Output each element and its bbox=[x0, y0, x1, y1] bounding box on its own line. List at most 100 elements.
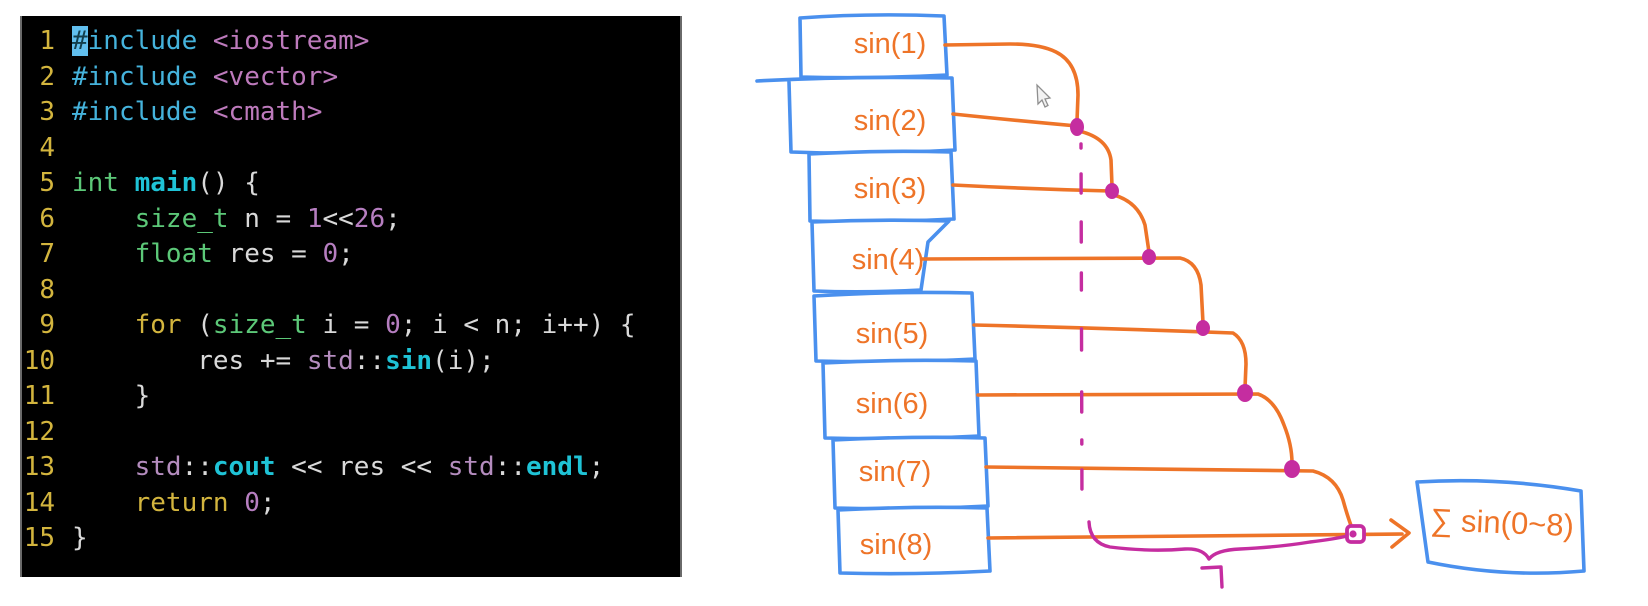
code-text: } bbox=[72, 521, 680, 557]
code-token: int bbox=[72, 168, 119, 198]
line-number: 3 bbox=[39, 97, 55, 127]
code-text: res += std::sin(i); bbox=[72, 344, 680, 380]
code-line: 14 return 0; bbox=[22, 486, 680, 522]
code-text: std::cout << res << std::endl; bbox=[72, 450, 680, 486]
line-number: 9 bbox=[39, 310, 55, 340]
box-label-sin-7: sin(7) bbox=[859, 456, 932, 488]
line-number: 14 bbox=[23, 487, 55, 518]
code-token: :: bbox=[353, 345, 386, 376]
code-token bbox=[197, 62, 213, 92]
code-token: <iostream> bbox=[212, 26, 370, 56]
line-number: 4 bbox=[39, 132, 55, 163]
line-number: 8 bbox=[39, 274, 55, 305]
code-token: endl bbox=[526, 452, 589, 482]
code-text: } bbox=[72, 379, 680, 415]
code-token: } bbox=[72, 381, 151, 411]
line-number: 2 bbox=[39, 61, 55, 92]
code-token: ; bbox=[338, 239, 354, 269]
box-sin-4 bbox=[810, 218, 951, 294]
code-token: include bbox=[87, 26, 198, 56]
code-token bbox=[197, 26, 213, 56]
junction-dot-2 bbox=[1105, 183, 1119, 199]
code-token bbox=[72, 452, 135, 482]
code-text: #include <cmath> bbox=[72, 95, 680, 131]
code-text bbox=[72, 131, 680, 167]
code-text: float res = 0; bbox=[72, 237, 680, 273]
code-token: return bbox=[134, 487, 229, 518]
box-label-sin-2: sin(2) bbox=[854, 105, 927, 137]
junction-dot-6 bbox=[1284, 460, 1300, 478]
code-token bbox=[197, 97, 213, 127]
code-token bbox=[72, 488, 135, 518]
code-token: 26 bbox=[353, 203, 386, 234]
code-token: 1 bbox=[306, 203, 323, 234]
code-token bbox=[72, 239, 135, 269]
code-line: 1 #include <iostream> bbox=[22, 24, 680, 60]
code-token: ( bbox=[181, 310, 213, 340]
line-number: 6 bbox=[39, 203, 55, 234]
flow-line-sin6 bbox=[976, 392, 1294, 465]
junction-dot-1 bbox=[1070, 118, 1084, 136]
code-token: size_t bbox=[212, 310, 307, 340]
code-token: std bbox=[306, 345, 354, 376]
code-line: 10 res += std::sin(i); bbox=[22, 344, 680, 380]
code-token: for bbox=[134, 310, 182, 340]
code-token: std bbox=[447, 452, 495, 482]
flow-line-sin4 bbox=[920, 256, 1205, 325]
code-token: #include bbox=[72, 61, 198, 92]
code-token: main bbox=[134, 168, 198, 198]
code-text: int main() { bbox=[72, 166, 680, 202]
code-token: } bbox=[72, 523, 88, 553]
code-text bbox=[72, 273, 680, 309]
code-token: res += bbox=[72, 345, 307, 376]
code-editor[interactable]: 1#include <iostream>2#include <vector>3#… bbox=[20, 16, 682, 577]
code-token: ; bbox=[259, 487, 276, 518]
code-line: 13 std::cout << res << std::endl; bbox=[22, 450, 680, 486]
box-sin-8 bbox=[836, 505, 992, 576]
code-line: 11 } bbox=[22, 379, 680, 415]
code-token bbox=[72, 310, 135, 340]
code-token: res = bbox=[212, 239, 323, 269]
code-token: ; bbox=[385, 203, 401, 234]
whiteboard-diagram: sin(1) sin(2) sin(3) sin(4) sin(5) sin(6… bbox=[755, 13, 1586, 589]
code-text: return 0; bbox=[72, 486, 680, 522]
line-number: 1 bbox=[39, 26, 55, 56]
box-label-sin-1: sin(1) bbox=[854, 28, 927, 60]
code-token: () { bbox=[197, 168, 260, 198]
code-token bbox=[119, 168, 135, 198]
code-token bbox=[229, 488, 245, 518]
code-token: 0 bbox=[244, 487, 260, 518]
code-token: :: bbox=[181, 452, 213, 482]
flow-line-sin1 bbox=[943, 42, 1080, 123]
code-token: i = bbox=[306, 310, 386, 340]
brace-corner-mark bbox=[1200, 565, 1224, 589]
code-token: #include bbox=[72, 97, 198, 127]
code-line: 4 bbox=[22, 131, 680, 167]
code-token: std bbox=[134, 452, 182, 482]
flow-curve-1-2 bbox=[1077, 129, 1114, 188]
code-token: size_t bbox=[134, 203, 229, 234]
code-token bbox=[72, 204, 135, 234]
code-token: << res << bbox=[275, 452, 448, 482]
box-label-sin-8: sin(8) bbox=[860, 529, 933, 561]
code-token: ; bbox=[588, 452, 605, 482]
sum-brace bbox=[1087, 520, 1349, 561]
line-number: 5 bbox=[39, 168, 55, 198]
code-line: 3 #include <cmath> bbox=[22, 95, 680, 131]
box-label-sin-3: sin(3) bbox=[854, 173, 927, 205]
code-line: 15} bbox=[22, 521, 680, 557]
flow-line-sin7 bbox=[984, 465, 1354, 530]
code-token: sin bbox=[385, 345, 433, 376]
code-text bbox=[72, 415, 680, 451]
code-token: (i); bbox=[432, 345, 495, 376]
code-text: #include <iostream> bbox=[72, 24, 680, 60]
junction-dot-3 bbox=[1142, 249, 1156, 265]
code-line: 12 bbox=[22, 415, 680, 451]
code-token: ; i < n; i++) { bbox=[400, 310, 636, 340]
junction-dot-5 bbox=[1237, 384, 1253, 402]
code-token: 0 bbox=[385, 310, 401, 340]
flow-line-sin2 bbox=[951, 112, 1079, 128]
code-token: << bbox=[322, 203, 354, 234]
line-number: 10 bbox=[23, 345, 55, 376]
line-number: 11 bbox=[23, 381, 55, 411]
